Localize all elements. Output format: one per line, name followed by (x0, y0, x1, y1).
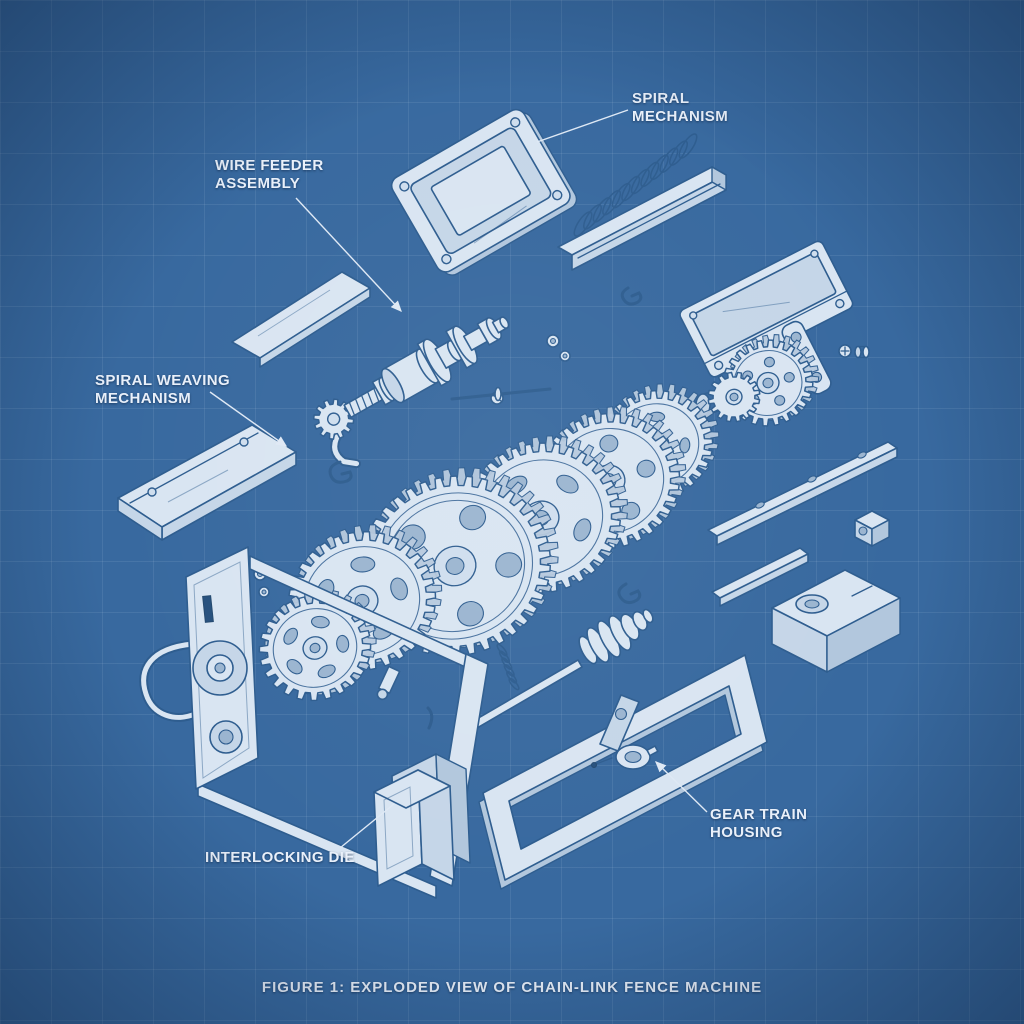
clip-hook-icon (620, 286, 643, 306)
channel-rail-part (557, 166, 727, 271)
label-interlocking-die: INTERLOCKING DIE (205, 849, 355, 867)
label-spiral-mechanism: SPIRAL MECHANISM (632, 90, 728, 126)
label-gear-train-housing: GEAR TRAIN HOUSING (710, 806, 807, 842)
label-line: ASSEMBLY (215, 175, 301, 192)
label-line: MECHANISM (632, 108, 729, 125)
leader-wire-feeder (295, 197, 402, 313)
wire-feeder-assembly-part (312, 316, 510, 469)
label-line: SPIRAL (632, 90, 690, 107)
gear-cluster-part (695, 334, 820, 427)
gear-1 (258, 589, 377, 702)
bolt-icon (838, 344, 870, 359)
label-line: INTERLOCKING DIE (205, 849, 355, 866)
label-wire-feeder-assembly: WIRE FEEDER ASSEMBLY (215, 157, 324, 193)
gear-train-part (258, 383, 720, 702)
mounting-plate-part (390, 108, 578, 276)
label-line: GEAR TRAIN (710, 806, 808, 823)
label-line: SPIRAL WEAVING (95, 372, 231, 389)
label-line: MECHANISM (95, 390, 192, 407)
pin-mark-icon (426, 706, 434, 730)
label-line: WIRE FEEDER (215, 157, 324, 174)
small-spring-part (496, 643, 520, 691)
wire-hook-icon (328, 460, 353, 484)
interlocking-die-part (373, 753, 471, 887)
coil-spring-part (573, 133, 698, 237)
label-spiral-weaving-mechanism: SPIRAL WEAVING MECHANISM (95, 372, 230, 408)
shelf-plate-part (679, 240, 854, 378)
flat-plate-part (231, 271, 371, 368)
figure-caption: FIGURE 1: EXPLODED VIEW OF CHAIN-LINK FE… (261, 979, 763, 996)
leader-interlocking-die (339, 803, 395, 849)
gear-train-housing-part (478, 654, 768, 890)
weaving-plate-part (117, 424, 297, 541)
leader-spiral-mechanism (536, 109, 629, 143)
leader-gear-train-housing (655, 761, 708, 813)
leader-spiral-weaving (209, 391, 288, 447)
wire-hook-icon (617, 582, 642, 605)
slide-rail-part (707, 441, 898, 546)
housing-box-part (771, 569, 901, 673)
coupling-shaft-part (467, 608, 654, 732)
label-line: HOUSING (710, 824, 783, 841)
guide-rod-part (450, 386, 552, 402)
small-block-part (854, 510, 890, 547)
short-bar-part (711, 547, 809, 607)
leader-lines (209, 109, 708, 849)
washer-icon (546, 334, 571, 362)
